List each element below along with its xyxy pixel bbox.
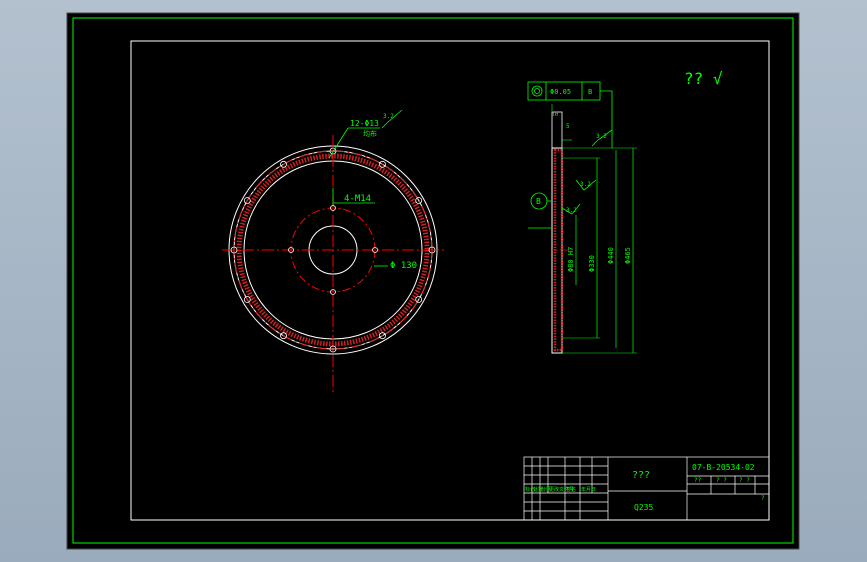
- hole-pattern-12: [230, 147, 436, 353]
- tapped-hole: [330, 289, 336, 295]
- dim-outer: Φ465: [624, 247, 632, 264]
- drawing-name: ???: [632, 470, 650, 481]
- title-block-frame: [523, 456, 770, 521]
- tapped-callout-text: 4-M14: [344, 194, 371, 204]
- row-mark-5: 年月日: [581, 486, 596, 493]
- roughness-bore: 3.2: [561, 203, 581, 215]
- tapped-hole: [372, 247, 378, 253]
- row-mark-4: 签名: [566, 486, 576, 493]
- side-hub: [551, 111, 563, 149]
- roughness-face-value: 3.2: [580, 181, 591, 188]
- roughness-side: 3.2: [591, 129, 613, 147]
- tapped-hole: [288, 247, 294, 253]
- flange-hole: [428, 246, 436, 254]
- flange-hole: [230, 246, 238, 254]
- title-label-d: ?: [761, 495, 765, 502]
- tolerance-value: Φ0.05: [550, 88, 571, 96]
- datum-letter: B: [536, 197, 541, 206]
- roughness-bore-value: 3.2: [566, 207, 577, 214]
- title-label-a: ??: [694, 477, 702, 484]
- dim-pitch: Φ330: [588, 255, 596, 272]
- flange-hole: [243, 296, 251, 303]
- holes-leader: [328, 127, 349, 159]
- revision-row-marks: 标记 处数 分区 更改文件号 签名 年月日: [525, 486, 596, 493]
- outer-frame: [72, 17, 794, 544]
- front-view: 12-Φ13 均布 3.2 4-M14 Φ 130: [222, 109, 444, 392]
- holes-callout-sub: 均布: [363, 129, 377, 138]
- row-mark-1: 处数: [533, 486, 543, 493]
- roughness-face: 3.2: [575, 179, 597, 191]
- flange-hole: [329, 147, 337, 155]
- flange-hole: [329, 345, 337, 353]
- dim-step: 5: [566, 123, 570, 130]
- row-mark-2: 分区: [541, 486, 551, 493]
- holes-callout-text: 12-Φ13: [350, 119, 379, 128]
- title-label-c: ? ?: [739, 477, 750, 484]
- dim-bore: Φ80 H7: [567, 247, 575, 272]
- flange-hole: [379, 160, 386, 168]
- flange-hole: [415, 197, 423, 204]
- flange-hole: [415, 296, 423, 303]
- material: Q235: [634, 503, 653, 512]
- flange-hole: [379, 332, 386, 340]
- bolt-circle-dim: Φ 130: [390, 261, 417, 271]
- roughness-top-value: 3.2: [383, 113, 394, 120]
- tapped-hole-pattern-4: [288, 205, 378, 295]
- roughness-symbol-top: 3.2: [381, 109, 403, 129]
- roughness-note-text: ?? √: [684, 69, 723, 88]
- inner-frame: [130, 40, 770, 521]
- row-mark-3: 更改文件号: [549, 486, 574, 493]
- flange-hole: [280, 160, 287, 168]
- drawing-sheet: [66, 12, 800, 550]
- dim-mid: Φ440: [607, 247, 615, 264]
- dim-thickness: 30: [551, 111, 559, 118]
- tapped-hole: [330, 205, 336, 211]
- revision-grid: [524, 457, 608, 520]
- flange-hole: [243, 197, 251, 204]
- title-label-b: ? ?: [716, 477, 727, 484]
- tolerance-leader: [600, 90, 613, 148]
- drawing-number: 07-B-20534-02: [692, 463, 755, 472]
- tolerance-datum: B: [588, 88, 592, 96]
- side-view: Φ0.05 B 30 5 3.2 3.2 3.2 B: [527, 81, 637, 354]
- title-block: [523, 456, 770, 521]
- row-mark-0: 标记: [525, 486, 535, 493]
- concentricity-icon: [531, 85, 543, 97]
- roughness-side-value: 3.2: [596, 133, 607, 140]
- general-roughness-note: ?? √: [684, 69, 723, 88]
- flange-hole: [280, 332, 287, 340]
